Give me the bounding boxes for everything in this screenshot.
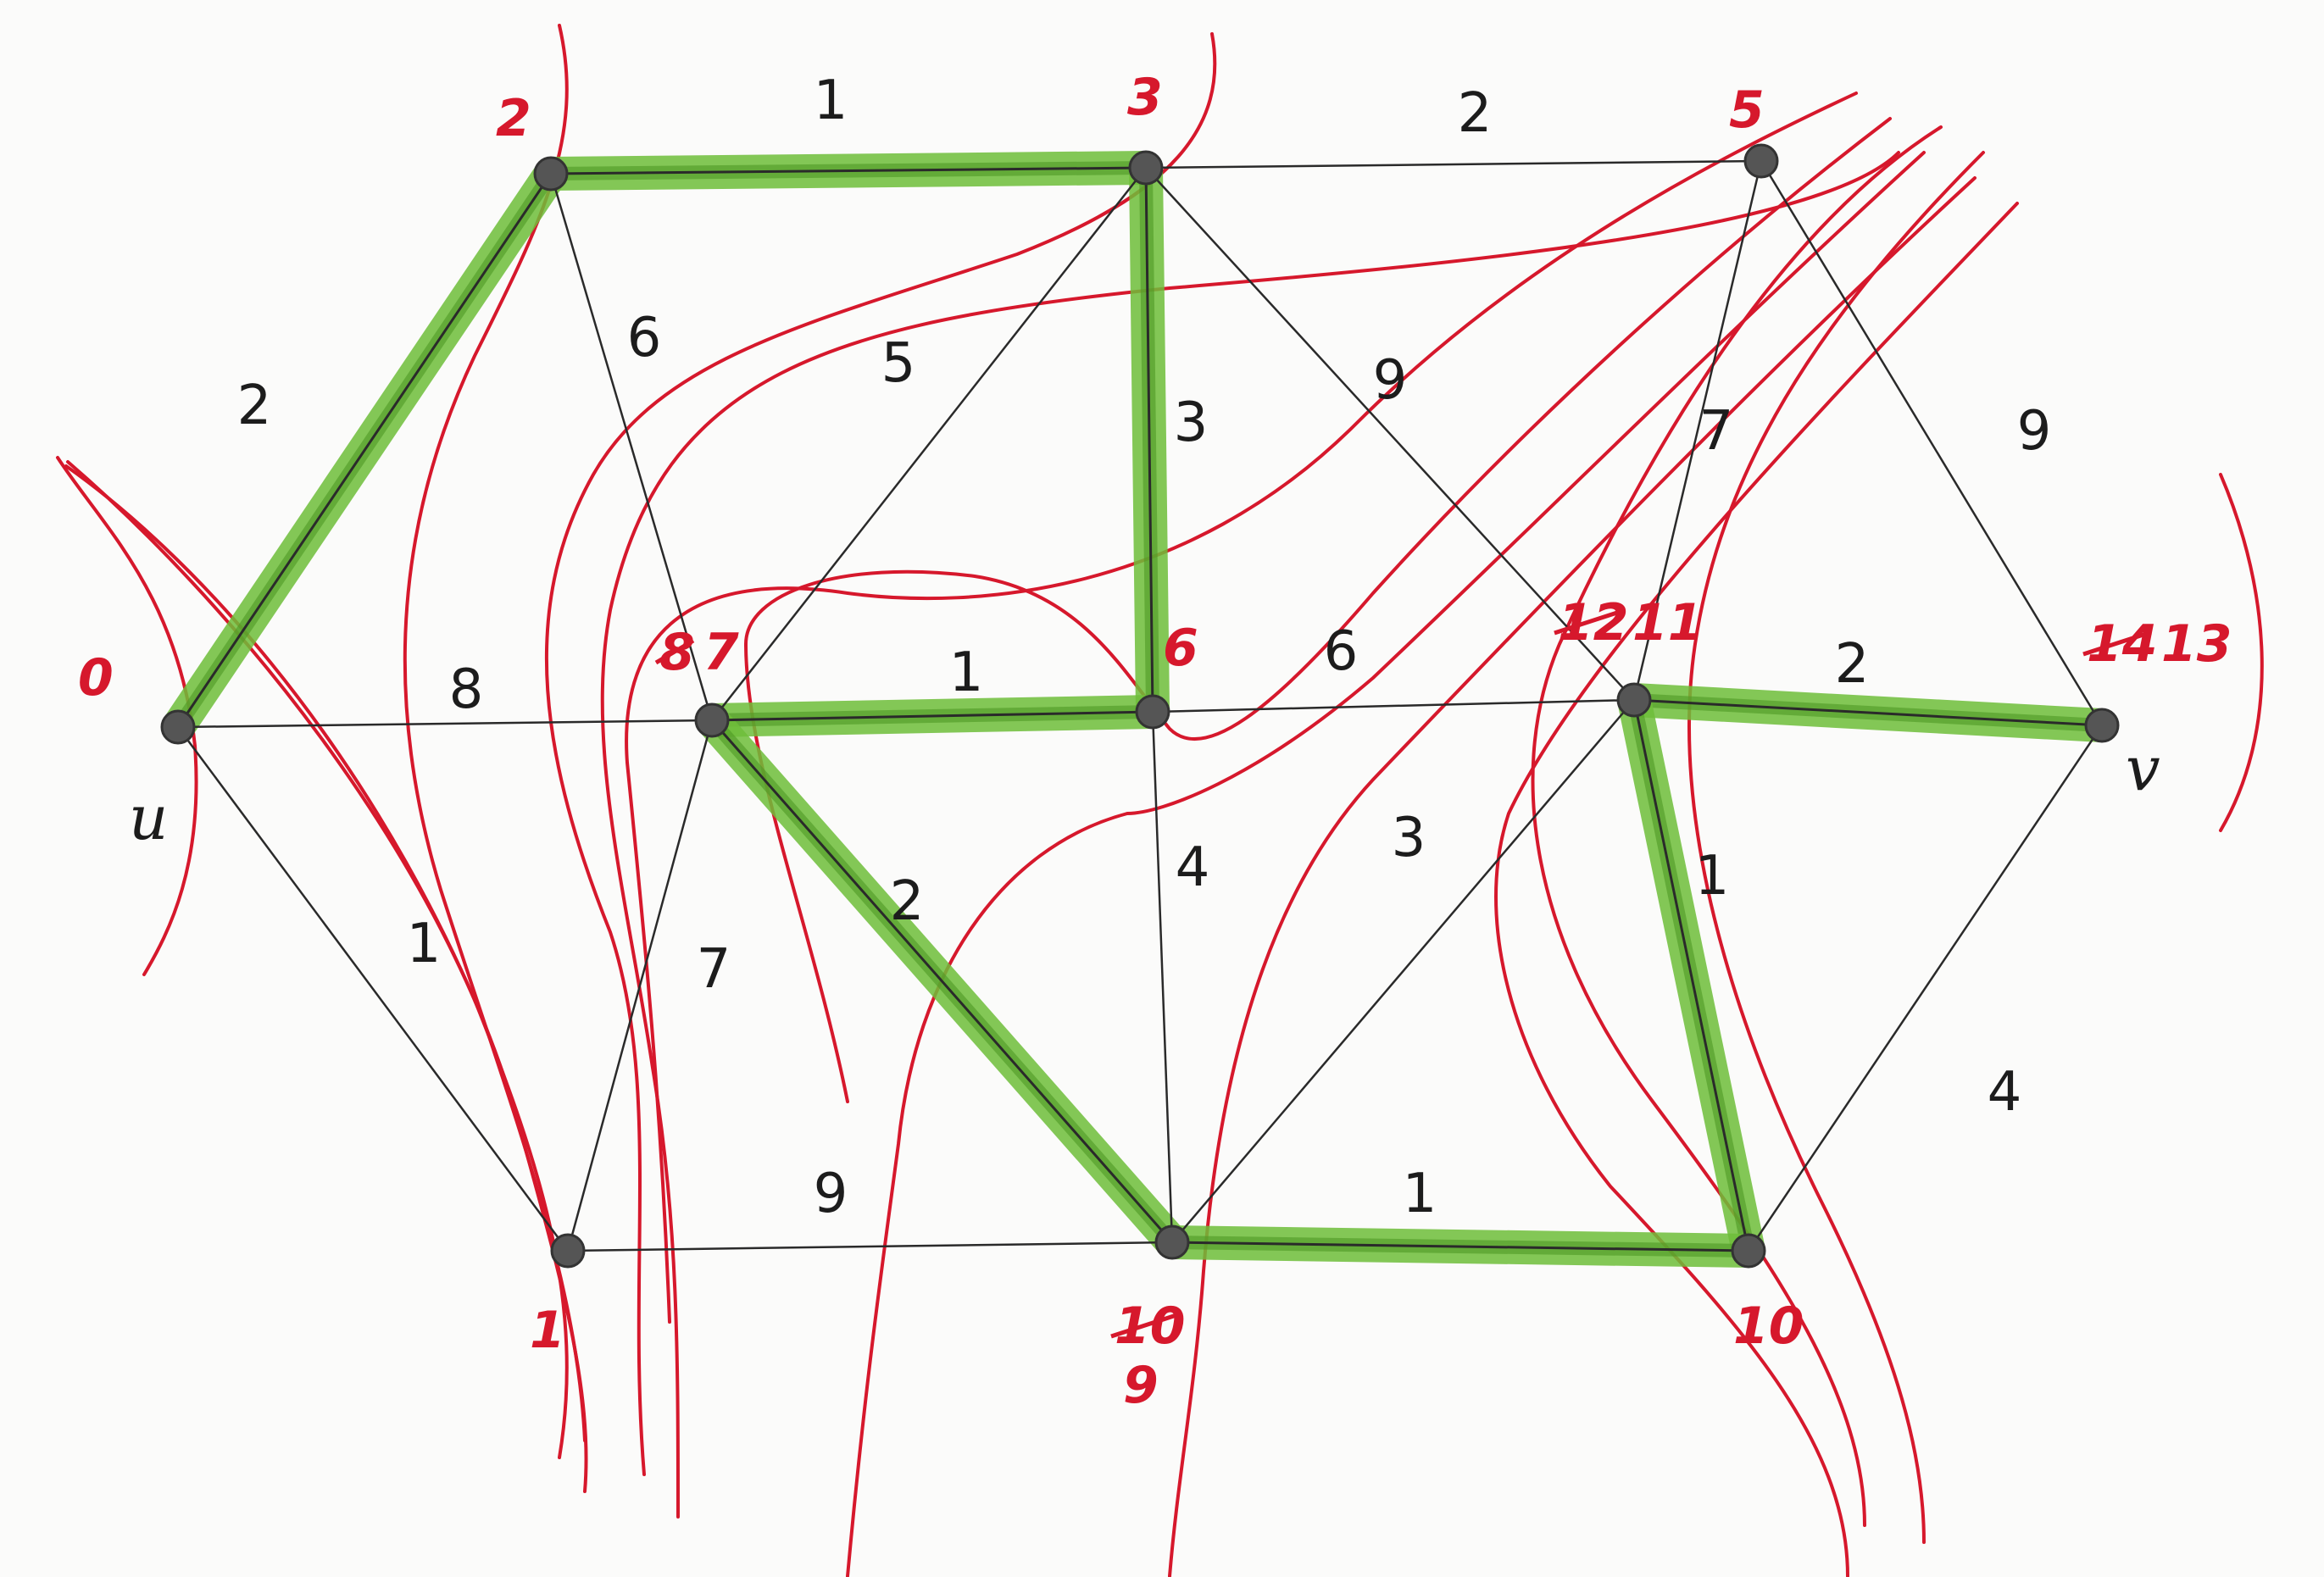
edge-weight-n3-n5: 2 <box>1458 82 1493 145</box>
edge-n5-n11 <box>1632 160 1763 701</box>
edge-layer <box>176 159 2104 1252</box>
edge-n3-n5 <box>1145 159 1762 169</box>
node-n1 <box>550 1233 586 1269</box>
strikethrough-mark-n13 <box>2082 630 2152 657</box>
node-n6 <box>1135 694 1170 730</box>
edge-n0-n1 <box>176 726 570 1252</box>
contour-9 <box>846 151 1926 1577</box>
strikethrough-mark-n11 <box>1554 608 1623 636</box>
node-label-layer: 023587612111413110910 <box>78 68 2232 1415</box>
node-struck-label-n9: 10 <box>1115 1297 1186 1356</box>
edge-n7-n6 <box>711 710 1154 722</box>
node-struck-label-n11: 12 <box>1558 593 1629 652</box>
node-label-n10: 10 <box>1733 1297 1804 1356</box>
edge-weight-n1-n7: 7 <box>697 938 731 1001</box>
contour-2 <box>64 464 569 1459</box>
node-n7 <box>694 702 730 738</box>
edge-n11-n10 <box>1632 699 1750 1252</box>
edge-n6-n11 <box>1152 698 1635 714</box>
contour-around-v <box>2219 473 2264 832</box>
node-label-n7: 7 <box>703 623 739 682</box>
node-label-n13: 13 <box>2161 614 2232 674</box>
node-n9 <box>1154 1224 1190 1260</box>
edge-weight-n7-n9: 2 <box>890 870 925 933</box>
edge-n2-n7 <box>549 173 714 721</box>
edge-weight-n0-n7: 8 <box>449 658 484 721</box>
edge-weight-n3-n7: 5 <box>881 332 916 395</box>
edge-weight-n9-n11: 3 <box>1392 807 1426 869</box>
contour-7 <box>625 92 1858 1324</box>
node-label-n11: 11 <box>1632 593 1704 652</box>
edge-weight-n3-n6: 3 <box>1174 391 1209 454</box>
edge-weight-n13-n10: 4 <box>1988 1061 2022 1124</box>
contour-6 <box>600 151 1900 1519</box>
edge-n9-n11 <box>1171 699 1635 1243</box>
node-n3 <box>1128 150 1164 186</box>
edge-weight-n6-n9: 4 <box>1176 836 1210 899</box>
edge-n2-n3 <box>550 166 1147 175</box>
edge-weight-n1-n9: 9 <box>814 1163 848 1225</box>
edge-weight-n3-n11: 9 <box>1373 349 1408 412</box>
node-n10 <box>1731 1233 1766 1269</box>
node-label-n1: 1 <box>530 1301 565 1360</box>
edge-n0-n7 <box>177 719 713 729</box>
edge-weight-n7-n6: 1 <box>949 641 984 704</box>
contour-10 <box>1168 176 1977 1577</box>
edge-n13-n10 <box>1747 725 2104 1252</box>
edge-weight-n5-n11: 7 <box>1699 400 1734 463</box>
node-layer <box>160 143 2120 1269</box>
edge-weight-n6-n11: 6 <box>1324 620 1359 683</box>
node-n13 <box>2084 708 2120 743</box>
node-label-n9: 9 <box>1123 1356 1159 1415</box>
contour-11 <box>1494 202 2019 1577</box>
edge-n11-n13 <box>1633 698 2103 727</box>
red-contour-curves <box>56 24 2264 1577</box>
contour-12 <box>1531 125 1943 1527</box>
edge-weight-n9-n10: 1 <box>1403 1163 1437 1225</box>
edge-n3-n7 <box>711 167 1147 721</box>
edge-weight-n2-n7: 6 <box>627 307 662 369</box>
node-n0 <box>160 709 196 745</box>
node-label-n5: 5 <box>1729 81 1765 140</box>
edge-n3-n11 <box>1145 167 1635 701</box>
edge-n7-n9 <box>710 719 1174 1243</box>
edge-n1-n7 <box>566 719 714 1252</box>
node-n5 <box>1743 143 1779 179</box>
contour-3 <box>66 460 588 1493</box>
edge-n3-n6 <box>1144 167 1154 713</box>
strikethrough-mark-n9 <box>1110 1312 1180 1339</box>
edge-weight-n11-n13: 2 <box>1835 633 1870 696</box>
edge-n1-n9 <box>567 1241 1173 1252</box>
node-label-n0: 0 <box>78 648 114 708</box>
node-label-n2: 2 <box>496 89 531 148</box>
edge-n0-n2 <box>176 173 553 728</box>
source-label: u <box>129 782 168 853</box>
contour-5 <box>544 32 1217 1476</box>
edge-n9-n10 <box>1171 1241 1749 1252</box>
node-struck-label-n13: 14 <box>2087 614 2158 674</box>
edge-n6-n9 <box>1151 711 1174 1243</box>
node-n11 <box>1616 682 1652 718</box>
node-label-n6: 6 <box>1163 619 1198 678</box>
edge-weight-n5-n13: 9 <box>2017 400 2052 463</box>
edge-weight-n0-n1: 1 <box>407 913 442 975</box>
edge-weight-n0-n2: 2 <box>237 375 272 437</box>
node-label-n3: 3 <box>1127 68 1163 127</box>
strikethrough-mark-n7 <box>654 638 695 665</box>
node-n2 <box>533 156 569 192</box>
edge-n5-n13 <box>1760 160 2104 726</box>
edge-weight-n11-n10: 1 <box>1695 845 1730 908</box>
edge-weight-n2-n3: 1 <box>814 69 848 132</box>
contour-13 <box>1687 151 1985 1544</box>
sink-label: v <box>2126 733 2160 804</box>
